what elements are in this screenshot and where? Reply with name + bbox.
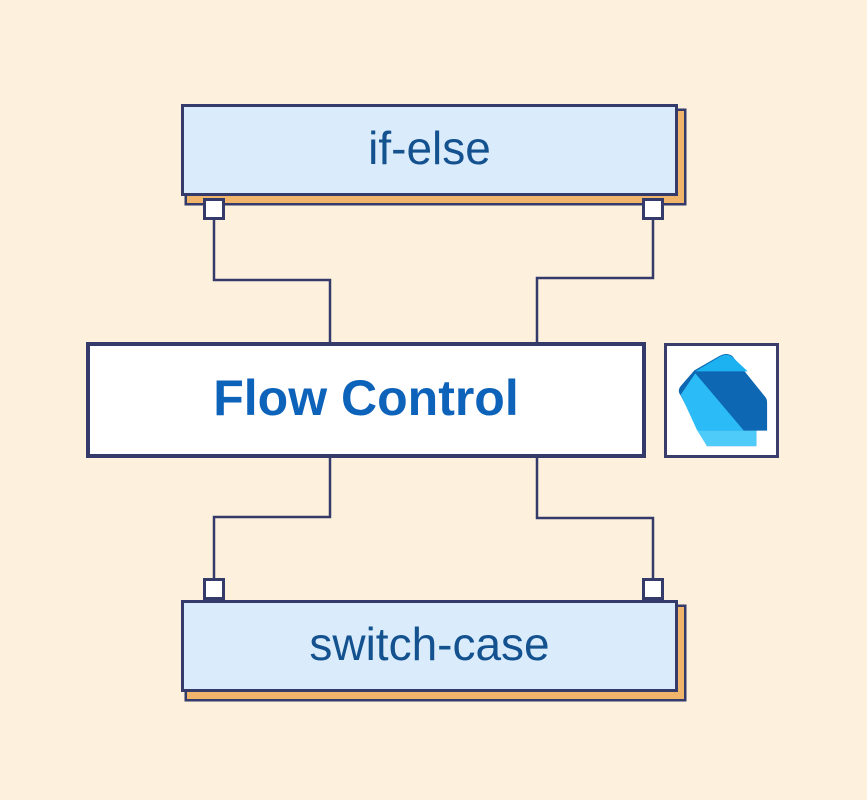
dart-logo-left-facet <box>680 373 744 431</box>
wire-ifelse-left-to-center <box>212 219 332 345</box>
dart-logo-box <box>664 343 779 458</box>
wire-center-to-switchcase-left <box>212 455 332 579</box>
dart-logo-top-facet <box>695 354 748 372</box>
node-flow-control[interactable]: Flow Control <box>86 342 646 458</box>
node-switch-case-label: switch-case <box>309 618 550 670</box>
node-if-else-label: if-else <box>368 122 491 174</box>
node-flow-control-label: Flow Control <box>213 370 519 426</box>
wire-center-to-switchcase-right <box>535 455 655 579</box>
dart-logo-icon <box>678 353 768 447</box>
port-switch-case-right[interactable] <box>642 578 664 600</box>
port-if-else-left[interactable] <box>203 198 225 220</box>
node-switch-case[interactable]: switch-case <box>181 600 678 692</box>
port-if-else-right[interactable] <box>642 198 664 220</box>
node-if-else[interactable]: if-else <box>181 104 678 196</box>
dart-logo-bottom-strip <box>697 430 757 447</box>
wire-ifelse-right-to-center <box>535 219 655 345</box>
port-switch-case-left[interactable] <box>203 578 225 600</box>
